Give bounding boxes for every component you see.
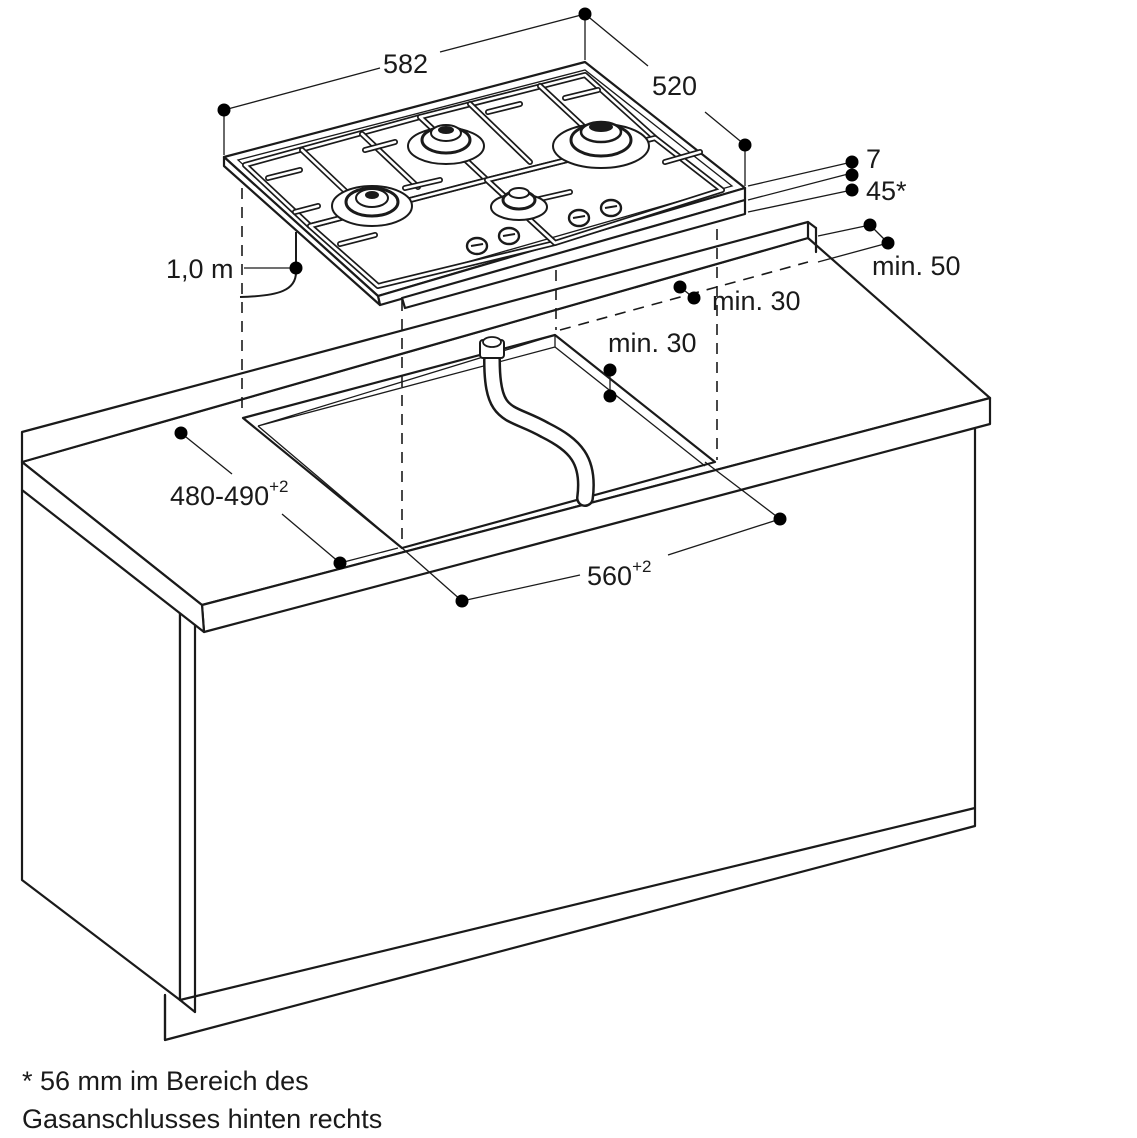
dim-dot bbox=[455, 594, 469, 608]
dim-dot bbox=[333, 556, 347, 570]
dim-dot bbox=[773, 512, 787, 526]
dim-dot bbox=[845, 183, 859, 197]
dim-dot bbox=[289, 261, 303, 275]
dim-dot bbox=[217, 103, 231, 117]
worktop-cutout bbox=[241, 333, 717, 550]
cutout-inner-wall bbox=[257, 334, 556, 427]
dim-dot bbox=[673, 280, 687, 294]
label-hob-height-below: 45* bbox=[866, 176, 907, 206]
dim-dot bbox=[845, 155, 859, 169]
footnote-line-1: * 56 mm im Bereich des bbox=[22, 1066, 309, 1096]
dim-dot bbox=[738, 138, 752, 152]
dim-dot bbox=[578, 7, 592, 21]
projection-lines bbox=[241, 188, 809, 545]
dimension-dots bbox=[174, 7, 895, 608]
burner-rear-left bbox=[407, 124, 485, 165]
label-distance-cutout-back: min. 30 bbox=[608, 328, 697, 358]
power-cable bbox=[239, 232, 297, 298]
label-hob-thickness: 7 bbox=[866, 144, 881, 174]
label-cutout-depth: 480-490+2 bbox=[170, 477, 288, 511]
burner-rear-right-wok bbox=[552, 120, 650, 169]
dim-dot bbox=[603, 363, 617, 377]
label-cutout-width: 560+2 bbox=[587, 557, 651, 591]
label-distance-wall: min. 50 bbox=[872, 251, 961, 281]
hob-bottom-frame bbox=[400, 198, 747, 310]
label-hob-width: 582 bbox=[383, 49, 428, 79]
label-distance-back-edge: min. 30 bbox=[712, 286, 801, 316]
knob-4 bbox=[599, 198, 623, 218]
burner-front-left bbox=[331, 185, 413, 227]
gas-hose bbox=[479, 336, 595, 507]
knob-1 bbox=[465, 236, 489, 256]
label-cable-length: 1,0 m bbox=[166, 254, 234, 284]
cutout-opening bbox=[241, 333, 717, 550]
worktop bbox=[20, 220, 992, 634]
knob-2 bbox=[497, 226, 521, 246]
label-hob-depth: 520 bbox=[652, 71, 697, 101]
dim-dot bbox=[881, 236, 895, 250]
dim-dot bbox=[174, 426, 188, 440]
wall-upstand bbox=[20, 220, 810, 464]
dim-dot bbox=[603, 389, 617, 403]
dim-dot bbox=[863, 218, 877, 232]
footnote: * 56 mm im Bereich des Gasanschlusses hi… bbox=[22, 1062, 382, 1138]
footnote-line-2: Gasanschlusses hinten rechts bbox=[22, 1104, 383, 1134]
knob-3 bbox=[567, 208, 591, 228]
gas-hob bbox=[222, 60, 747, 310]
control-knobs bbox=[465, 198, 623, 256]
burner-front-right-small bbox=[490, 187, 548, 221]
dim-dot bbox=[687, 291, 701, 305]
hob-side-edge bbox=[222, 155, 382, 307]
worktop-side-edge bbox=[20, 460, 206, 634]
dim-dot bbox=[845, 168, 859, 182]
dimension-labels: 582 520 7 45* min. 50 min. 30 min. 30 1,… bbox=[166, 49, 961, 591]
